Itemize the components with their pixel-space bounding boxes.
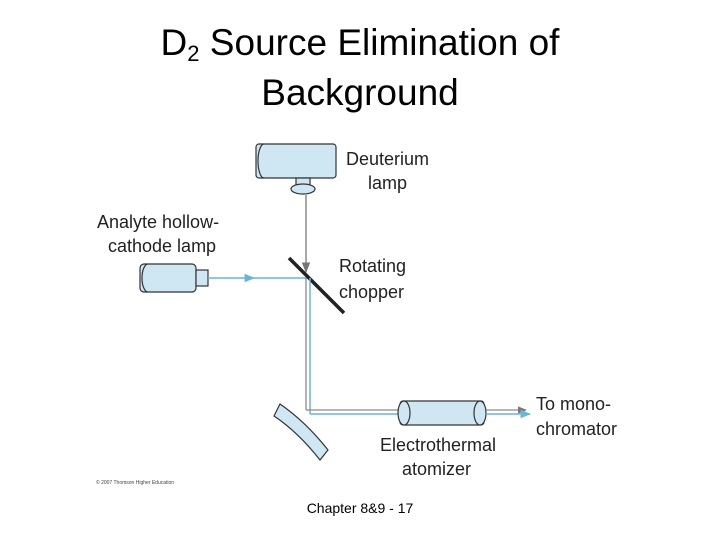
electrothermal-atomizer bbox=[397, 400, 487, 426]
title-d: D bbox=[160, 22, 188, 63]
d2-background-correction-diagram: Deuterium lamp Analyte hollow- cathode l… bbox=[96, 143, 617, 486]
title-rest: Source Elimination of bbox=[199, 22, 560, 63]
title-subscript: 2 bbox=[187, 41, 200, 66]
label-deuterium: Deuterium bbox=[346, 149, 429, 169]
slide-title: D2 Source Elimination of Background bbox=[0, 18, 720, 118]
deuterium-lamp bbox=[255, 143, 337, 195]
label-analyte-hollow: Analyte hollow- bbox=[97, 212, 219, 232]
label-electrothermal: Electrothermal bbox=[380, 435, 496, 455]
label-chopper: chopper bbox=[339, 282, 404, 302]
label-chromator: chromator bbox=[536, 419, 617, 439]
copyright-notice: © 2007 Thomson Higher Education bbox=[96, 479, 174, 486]
label-rotating: Rotating bbox=[339, 256, 406, 276]
curved-mirror bbox=[273, 403, 329, 461]
label-atomizer: atomizer bbox=[402, 459, 471, 479]
hollow-cathode-lamp bbox=[139, 263, 209, 293]
rotating-chopper bbox=[287, 256, 346, 315]
label-deuterium-lamp: lamp bbox=[368, 173, 407, 193]
slide-footer: Chapter 8&9 - 17 bbox=[306, 500, 414, 516]
title-line-1: D2 Source Elimination of bbox=[0, 18, 720, 68]
label-to-mono: To mono- bbox=[536, 394, 611, 414]
label-cathode-lamp: cathode lamp bbox=[108, 236, 216, 256]
title-line-2: Background bbox=[261, 72, 459, 113]
